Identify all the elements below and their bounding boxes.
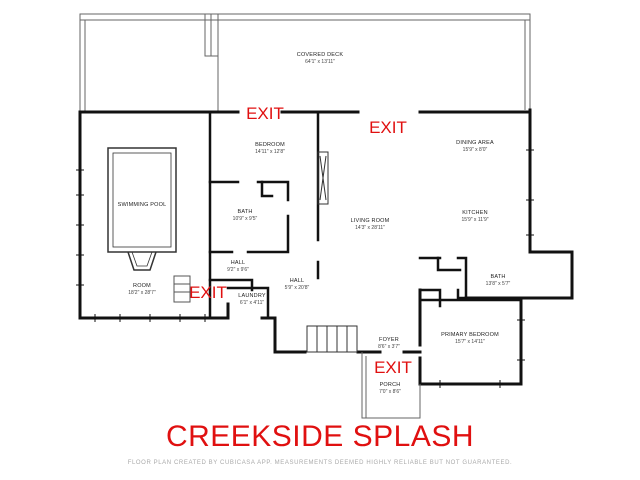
dims-dining-area: 15'9" x 8'0" [463,147,488,153]
label-kitchen: KITCHEN [462,210,488,216]
dims-foyer: 8'6" x 3'7" [378,344,400,350]
label-dining-area: DINING AREA [456,140,494,146]
property-title: CREEKSIDE SPLASH [165,420,475,453]
exit-label-living: EXIT [369,118,407,137]
dims-covered-deck: 64'1" x 13'11" [305,59,335,65]
label-room: ROOM [133,283,151,289]
dims-bedroom: 14'11" x 12'8" [255,149,285,155]
label-porch: PORCH [380,382,401,388]
exit-label-foyer: EXIT [374,358,412,377]
exit-label-room: EXIT [189,283,227,302]
dims-kitchen: 15'9" x 11'9" [461,217,488,223]
disclaimer-text: FLOOR PLAN CREATED BY CUBICASA APP. MEAS… [127,460,513,466]
exit-label-bedroom: EXIT [246,104,284,123]
label-hall-2: HALL [290,278,305,284]
label-covered-deck: COVERED DECK [297,52,344,58]
label-hall-1: HALL [231,260,246,266]
dims-hall-2: 5'9" x 20'8" [285,285,310,291]
dims-bath-2: 13'8" x 5'7" [486,281,511,287]
exit-labels: EXIT EXIT EXIT EXIT [189,104,412,377]
label-bath-1: BATH [237,209,252,215]
label-bedroom: BEDROOM [255,142,285,148]
room-labels: COVERED DECK 64'1" x 13'11" BEDROOM 14'1… [118,52,511,395]
dims-primary-bedroom: 15'7" x 14'11" [455,339,485,345]
label-primary-bedroom: PRIMARY BEDROOM [441,332,499,338]
porch-outline [361,352,421,419]
dims-laundry: 6'1" x 4'11" [240,300,264,306]
dims-porch: 7'0" x 8'6" [379,389,401,395]
label-foyer: FOYER [379,337,399,343]
window-ticks [76,149,534,388]
dims-living-room: 14'3" x 28'11" [355,225,385,231]
label-bath-2: BATH [490,274,505,280]
covered-deck-outline [79,13,531,112]
label-swimming-pool: SWIMMING POOL [118,202,167,208]
fireplace [317,151,329,205]
label-laundry: LAUNDRY [238,293,266,299]
dims-room: 18'2" x 28'7" [128,290,156,296]
step-block [173,275,191,303]
dims-hall-1: 9'2" x 9'6" [227,267,249,273]
label-living-room: LIVING ROOM [351,218,390,224]
stairs [306,325,358,353]
swimming-pool-shape [107,147,177,271]
exterior-walls [78,108,574,386]
dims-bath-1: 10'9" x 9'5" [233,216,258,222]
